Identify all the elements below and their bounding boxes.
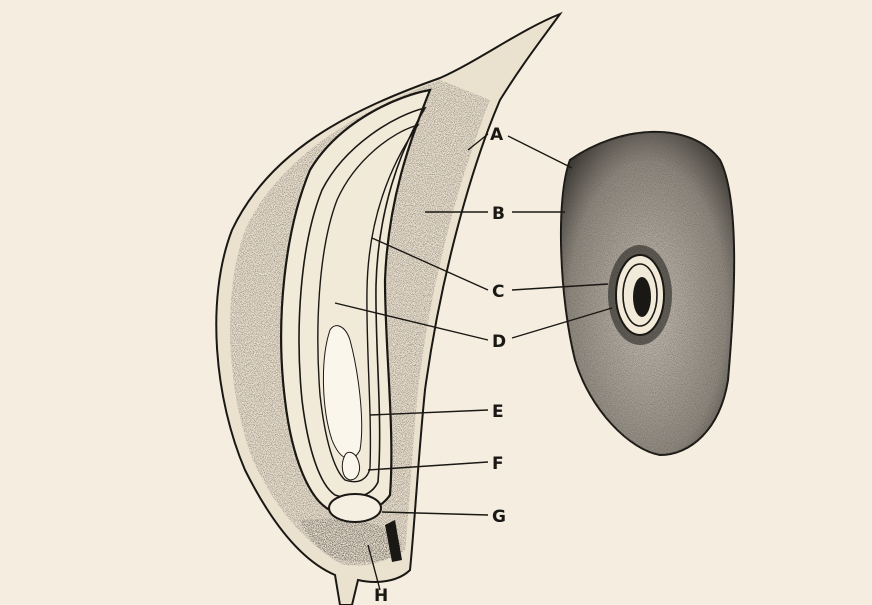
label-c: C [492, 282, 504, 302]
label-d: D [492, 332, 506, 352]
node-shape [329, 494, 381, 522]
label-g: G [492, 507, 506, 527]
label-a: A [490, 125, 504, 145]
cross-ring-core [633, 277, 651, 317]
cross-section [561, 132, 734, 455]
label-f: F [492, 454, 504, 474]
label-b: B [492, 204, 505, 224]
label-e: E [492, 402, 504, 422]
label-h: H [374, 586, 388, 605]
longitudinal-section [216, 14, 560, 605]
leader-a-right [508, 136, 572, 168]
